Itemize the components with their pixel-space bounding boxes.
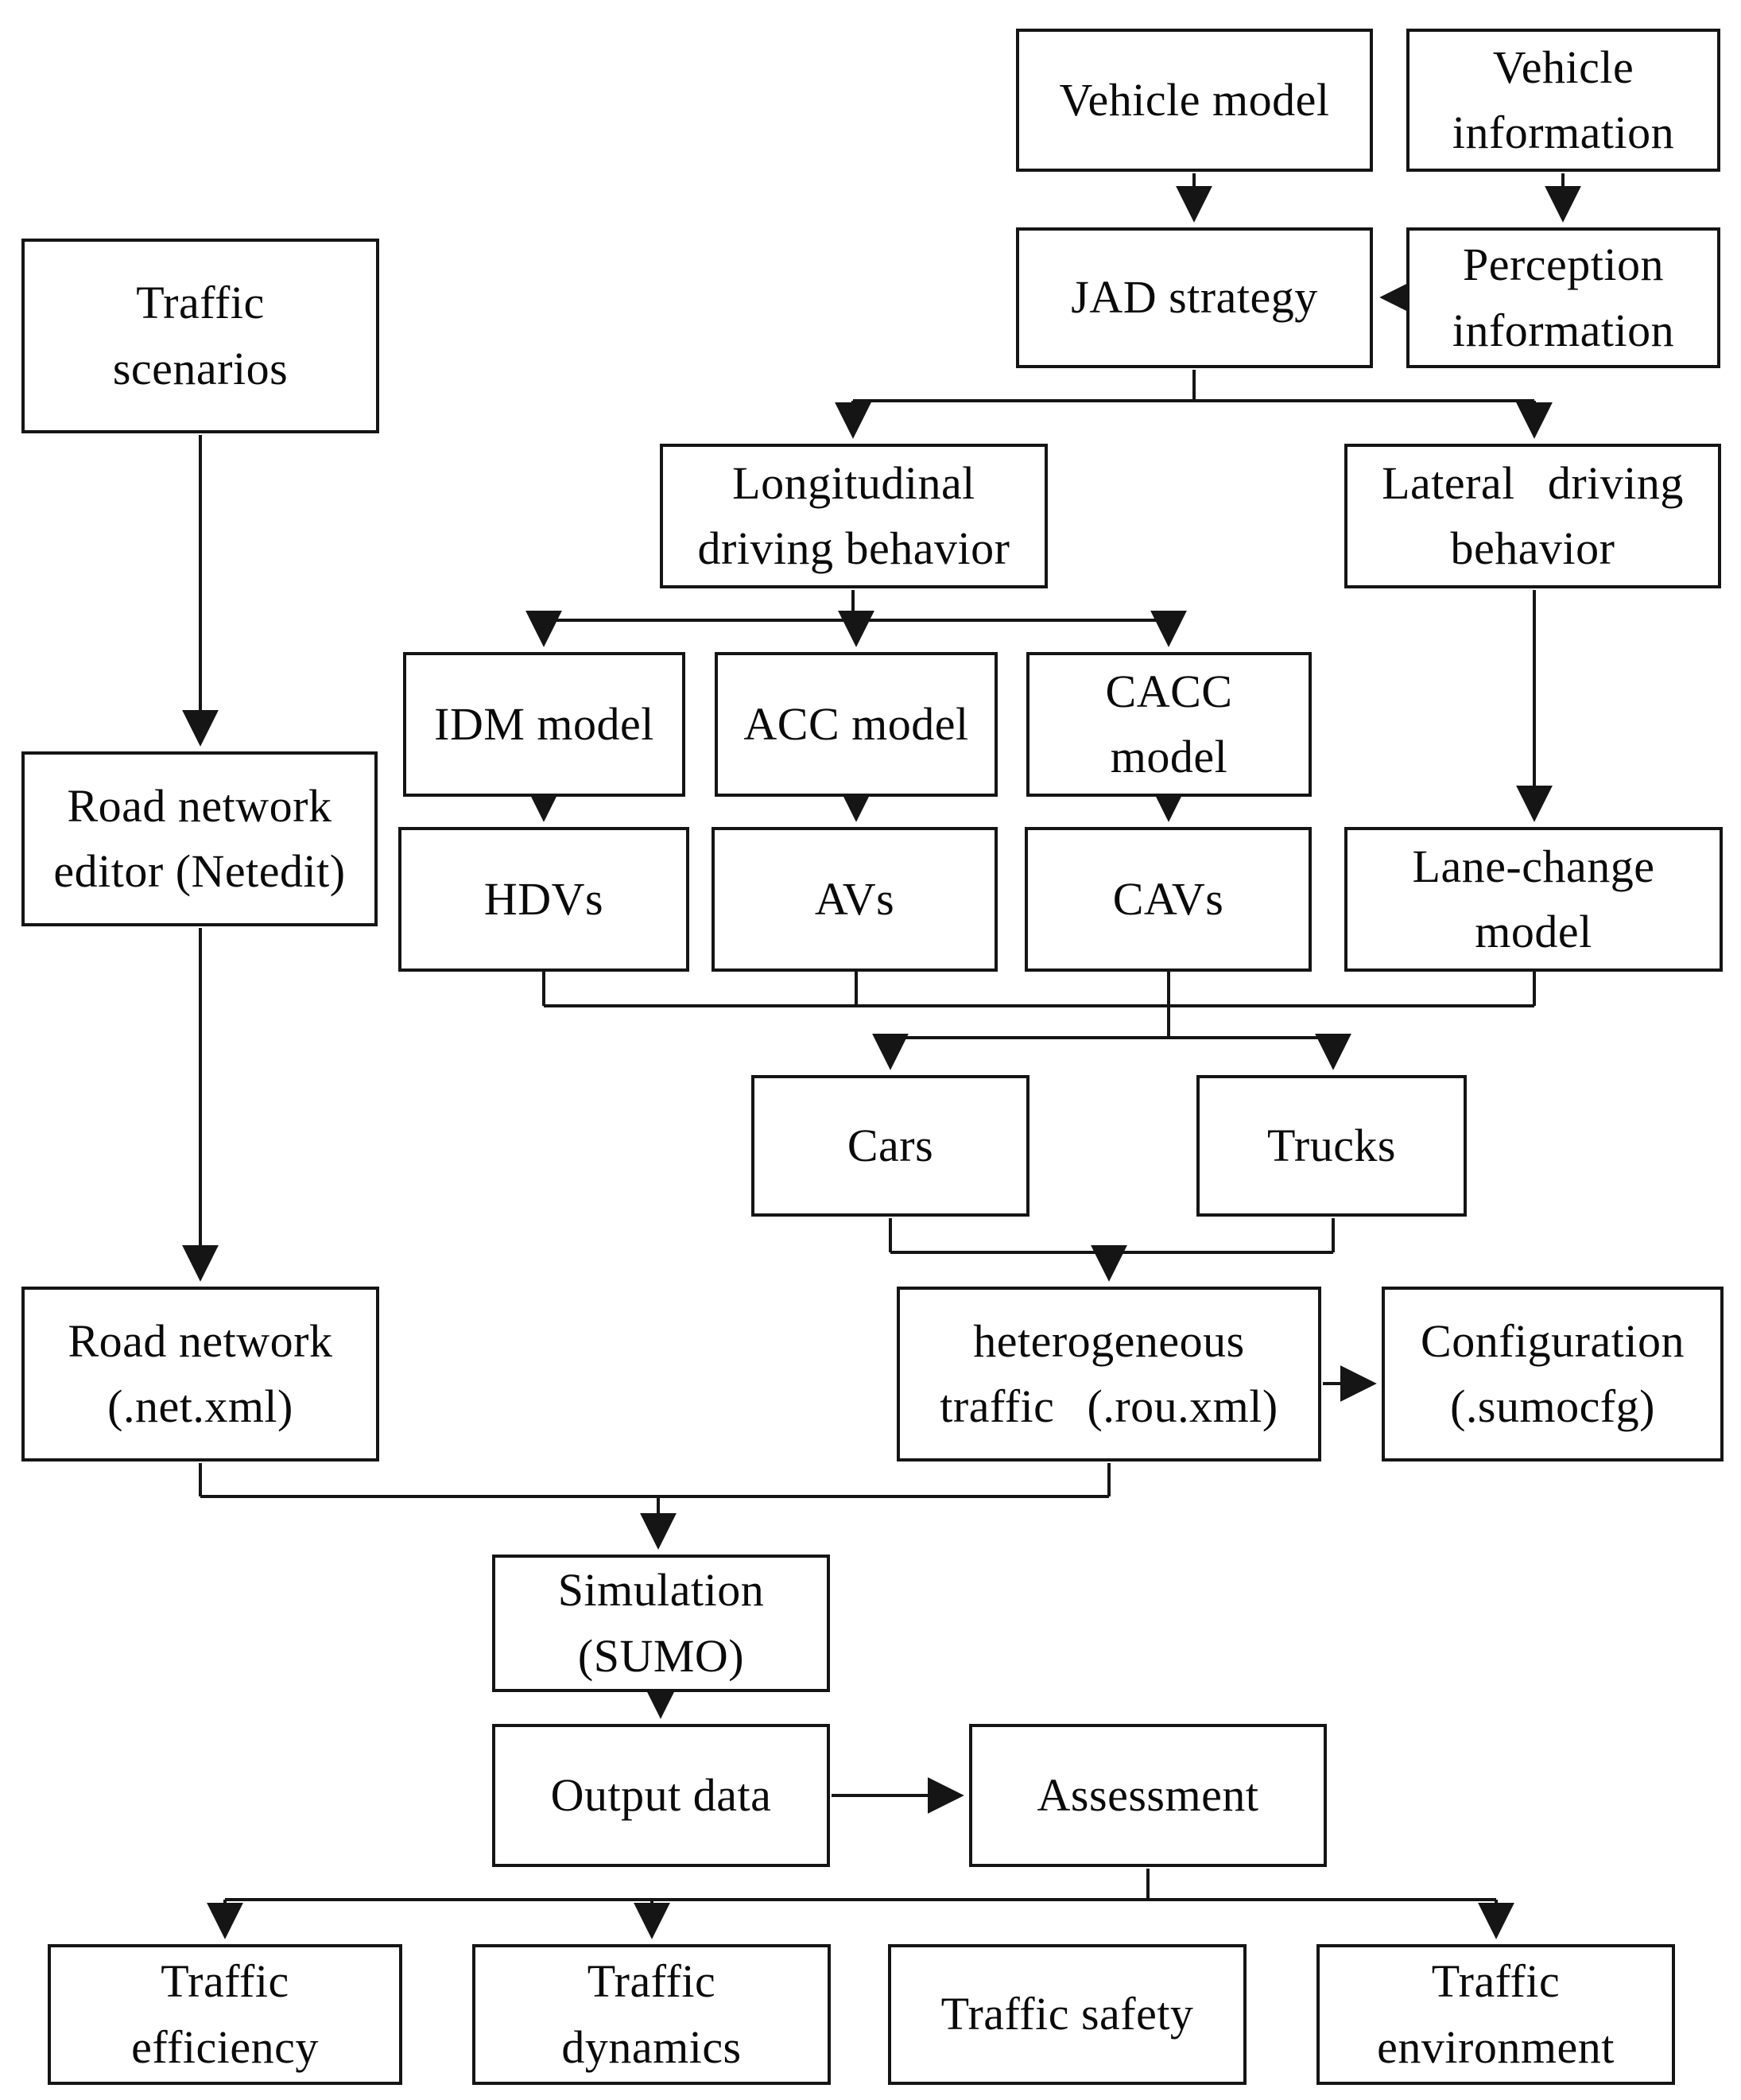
node-jad-strategy-label: JAD strategy: [1071, 271, 1318, 324]
node-traffic-efficiency: Traffic efficiency: [48, 1944, 402, 2085]
edge-longitudinal-branch-trunk: [544, 590, 1169, 622]
node-heterogeneous-traffic-label: heterogeneous traffic (.rou.xml): [940, 1314, 1278, 1432]
node-traffic-dynamics-label: Traffic dynamics: [561, 1955, 742, 2073]
node-traffic-scenarios-label: Traffic scenarios: [112, 277, 289, 394]
node-road-network-editor: Road network editor (Netedit): [21, 751, 378, 926]
node-hdvs: HDVs: [398, 827, 689, 972]
node-lane-change-model-label: Lane-change model: [1412, 840, 1655, 957]
node-longitudinal-driving-behavior-label: Longitudinal driving behavior: [697, 456, 1010, 574]
node-cavs-label: CAVs: [1112, 872, 1224, 925]
node-perception-information: Perception information: [1406, 227, 1720, 368]
node-heterogeneous-traffic: heterogeneous traffic (.rou.xml): [897, 1287, 1321, 1461]
node-vehicle-information-label: Vehicle information: [1452, 41, 1675, 158]
node-simulation-label: Simulation (SUMO): [557, 1564, 765, 1682]
node-traffic-safety-label: Traffic safety: [940, 1988, 1194, 2040]
node-traffic-dynamics: Traffic dynamics: [472, 1944, 831, 2085]
node-traffic-efficiency-label: Traffic efficiency: [131, 1955, 319, 2073]
node-output-data: Output data: [492, 1724, 830, 1867]
node-cacc-model: CACC model: [1026, 652, 1312, 797]
node-road-network-file: Road network (.net.xml): [21, 1287, 379, 1461]
node-cacc-model-label: CACC model: [1105, 665, 1233, 782]
node-road-network-editor-label: Road network editor (Netedit): [53, 779, 346, 897]
node-cars-label: Cars: [847, 1119, 934, 1171]
node-traffic-environment-label: Traffic environment: [1377, 1955, 1615, 2073]
node-assessment-label: Assessment: [1037, 1768, 1259, 1821]
edge-simulation-merge-trunk: [199, 1463, 1111, 1498]
node-idm-model: IDM model: [403, 652, 685, 797]
node-trucks-label: Trucks: [1266, 1119, 1397, 1171]
node-assessment: Assessment: [969, 1724, 1327, 1867]
node-perception-information-label: Perception information: [1452, 239, 1675, 356]
node-road-network-file-label: Road network (.net.xml): [68, 1314, 333, 1432]
edge-vehicle-merge-trunk: [542, 972, 1536, 1039]
edge-cars-trucks-merge-trunk: [889, 1218, 1335, 1254]
node-idm-model-label: IDM model: [434, 697, 654, 750]
node-cars: Cars: [751, 1075, 1029, 1217]
node-avs: AVs: [712, 827, 998, 972]
node-vehicle-information: Vehicle information: [1406, 29, 1720, 172]
node-lane-change-model: Lane-change model: [1344, 827, 1723, 972]
node-acc-model: ACC model: [715, 652, 998, 797]
node-output-data-label: Output data: [550, 1768, 772, 1821]
node-traffic-environment: Traffic environment: [1316, 1944, 1675, 2085]
node-configuration: Configuration (.sumocfg): [1382, 1287, 1724, 1461]
node-avs-label: AVs: [814, 872, 895, 925]
node-lateral-driving-behavior: Lateral driving behavior: [1344, 444, 1721, 588]
edge-jad-branch-trunk: [853, 370, 1534, 402]
edge-assessment-distribution-trunk: [225, 1869, 1496, 1901]
node-jad-strategy: JAD strategy: [1016, 227, 1373, 368]
node-acc-model-label: ACC model: [743, 697, 969, 750]
node-trucks: Trucks: [1196, 1075, 1467, 1217]
node-vehicle-model-label: Vehicle model: [1059, 73, 1330, 126]
node-simulation: Simulation (SUMO): [492, 1555, 830, 1692]
node-hdvs-label: HDVs: [483, 872, 604, 925]
node-configuration-label: Configuration (.sumocfg): [1421, 1314, 1685, 1432]
node-lateral-driving-behavior-label: Lateral driving behavior: [1382, 456, 1684, 574]
node-traffic-safety: Traffic safety: [888, 1944, 1247, 2085]
node-vehicle-model: Vehicle model: [1016, 29, 1373, 172]
node-cavs: CAVs: [1025, 827, 1312, 972]
node-traffic-scenarios: Traffic scenarios: [21, 239, 379, 433]
node-longitudinal-driving-behavior: Longitudinal driving behavior: [660, 444, 1048, 588]
